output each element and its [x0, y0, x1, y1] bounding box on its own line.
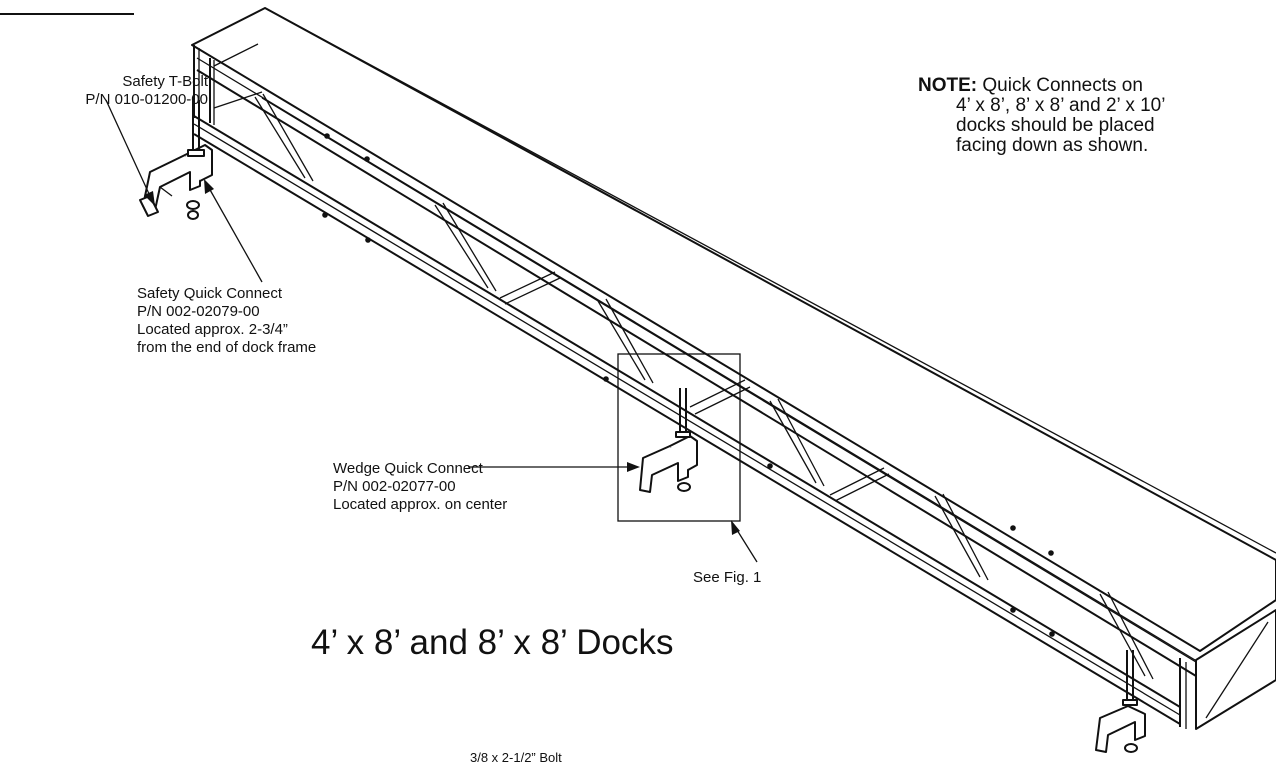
deck-front-edge-inner: [196, 57, 1201, 664]
wedge-quick-connect-clamp: [639, 388, 698, 493]
safety-tbolt: [186, 100, 205, 220]
left-end-cross-bottom: [213, 91, 263, 109]
tbolt-leader-arrow: [105, 99, 155, 206]
cross-members: [499, 271, 890, 502]
safety-tbolt-name: Safety T-Bolt: [122, 73, 208, 90]
wedge-quick-connect-label: Wedge Quick Connect P/N 002-02077-00 Loc…: [333, 460, 507, 514]
safety-tbolt-label: Safety T-Bolt P/N 010-01200-00: [85, 73, 208, 109]
note-prefix: NOTE:: [918, 75, 978, 96]
safety-qc-name: Safety Quick Connect: [137, 285, 283, 302]
deck-back-top-edge: [264, 7, 1276, 554]
safety-qc-location-1: Located approx. 2-3/4”: [137, 321, 288, 338]
note-block: NOTE: Quick Connects on 4’ x 8’, 8’ x 8’…: [918, 76, 1165, 156]
right-quick-connect-clamp: [1095, 650, 1146, 753]
fig-1-detail-box: [617, 353, 741, 522]
note-line-1-text: Quick Connects on: [977, 75, 1143, 96]
safety-qc-pn: P/N 002-02079-00: [137, 303, 260, 320]
wedge-leader-arrow: [468, 462, 640, 472]
note-line-4: facing down as shown.: [956, 135, 1149, 156]
see-fig-label: See Fig. 1: [693, 569, 762, 586]
see-fig-leader-arrow: [731, 520, 758, 563]
deck-front-edge-bottom: [196, 69, 1197, 677]
safety-quick-connect-label: Safety Quick Connect P/N 002-02079-00 Lo…: [137, 285, 316, 357]
safety-qc-leader-arrow: [204, 179, 263, 283]
right-end-brace: [1205, 621, 1269, 719]
wedge-qc-name: Wedge Quick Connect: [333, 460, 483, 477]
safety-qc-location-2: from the end of dock frame: [137, 339, 317, 356]
wedge-qc-location: Located approx. on center: [333, 496, 508, 513]
left-end-cross-top: [213, 43, 259, 67]
bolt-label-partial: 3/8 x 2-1/2” Bolt: [470, 750, 562, 765]
diagram-heading: 4’ x 8’ and 8’ x 8’ Docks: [311, 623, 674, 662]
note-line-3: docks should be placed: [956, 115, 1155, 136]
dock-deck-top: [191, 7, 1276, 652]
rail-holes: [322, 133, 1055, 637]
truss-bracing: [254, 93, 1154, 680]
note-line-1: NOTE: Quick Connects on: [918, 76, 1165, 96]
note-line-2: 4’ x 8’, 8’ x 8’ and 2’ x 10’: [956, 95, 1166, 116]
wedge-qc-pn: P/N 002-02077-00: [333, 478, 456, 495]
safety-tbolt-pn: P/N 010-01200-00: [85, 91, 208, 108]
rear-lower-rail: [261, 97, 1245, 692]
